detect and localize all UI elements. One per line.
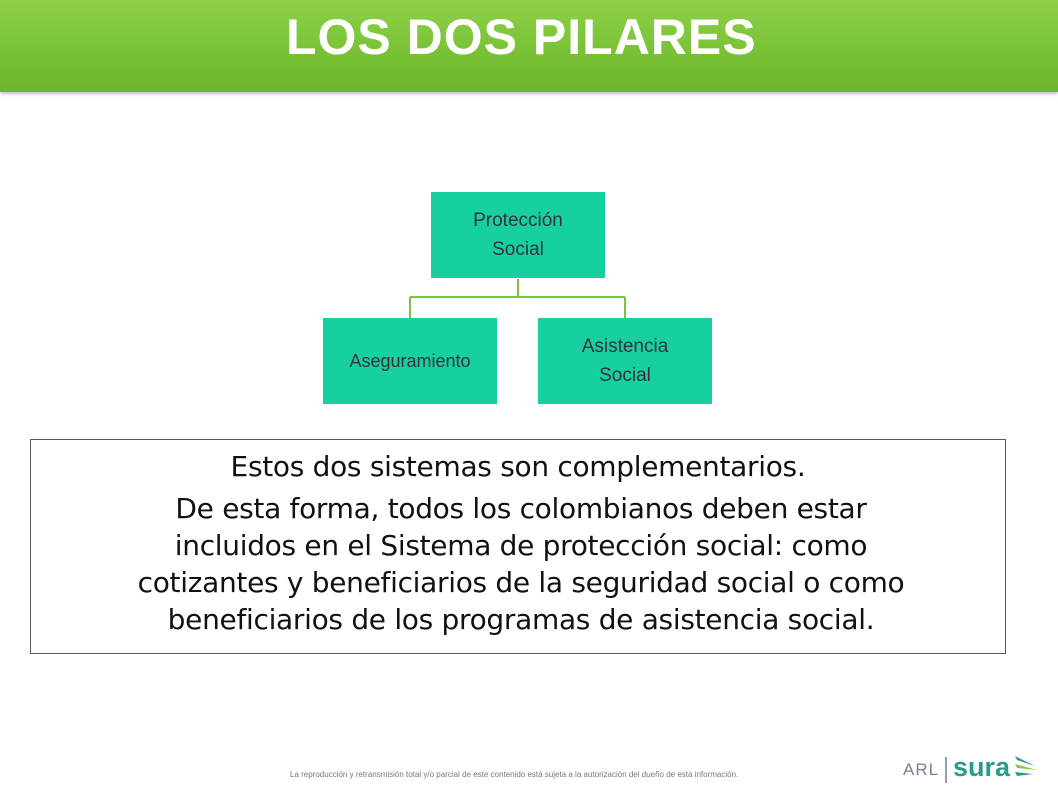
paragraph-line-1: De esta forma, todos los colombianos deb… bbox=[175, 492, 867, 525]
description-text-box: Estos dos sistemas son complementarios. … bbox=[30, 439, 1006, 654]
org-node-asistencia-social: Asistencia Social bbox=[538, 318, 712, 404]
copyright-notice: La reproducción y retransmisión total y/… bbox=[290, 770, 739, 779]
logo-arl-text: ARL bbox=[903, 760, 940, 779]
arl-sura-logo: ARL sura bbox=[903, 752, 1043, 786]
logo-sura-text: sura bbox=[953, 752, 1011, 782]
title-bar: LOS DOS PILARES bbox=[0, 0, 1058, 92]
org-node-proteccion-social: Protección Social bbox=[431, 192, 605, 278]
paragraph-line-4: beneficiarios de los programas de asiste… bbox=[167, 603, 875, 636]
logo-separator bbox=[945, 757, 947, 783]
summary-line: Estos dos sistemas son complementarios. bbox=[230, 450, 806, 483]
sura-wing-icon bbox=[1015, 756, 1037, 776]
org-node-aseguramiento: Aseguramiento bbox=[323, 318, 497, 404]
description-paragraph: De esta forma, todos los colombianos deb… bbox=[71, 490, 971, 638]
slide-title: LOS DOS PILARES bbox=[286, 9, 757, 65]
paragraph-line-3: cotizantes y beneficiarios de la segurid… bbox=[137, 566, 905, 599]
paragraph-line-2: incluidos en el Sistema de protección so… bbox=[174, 529, 868, 562]
